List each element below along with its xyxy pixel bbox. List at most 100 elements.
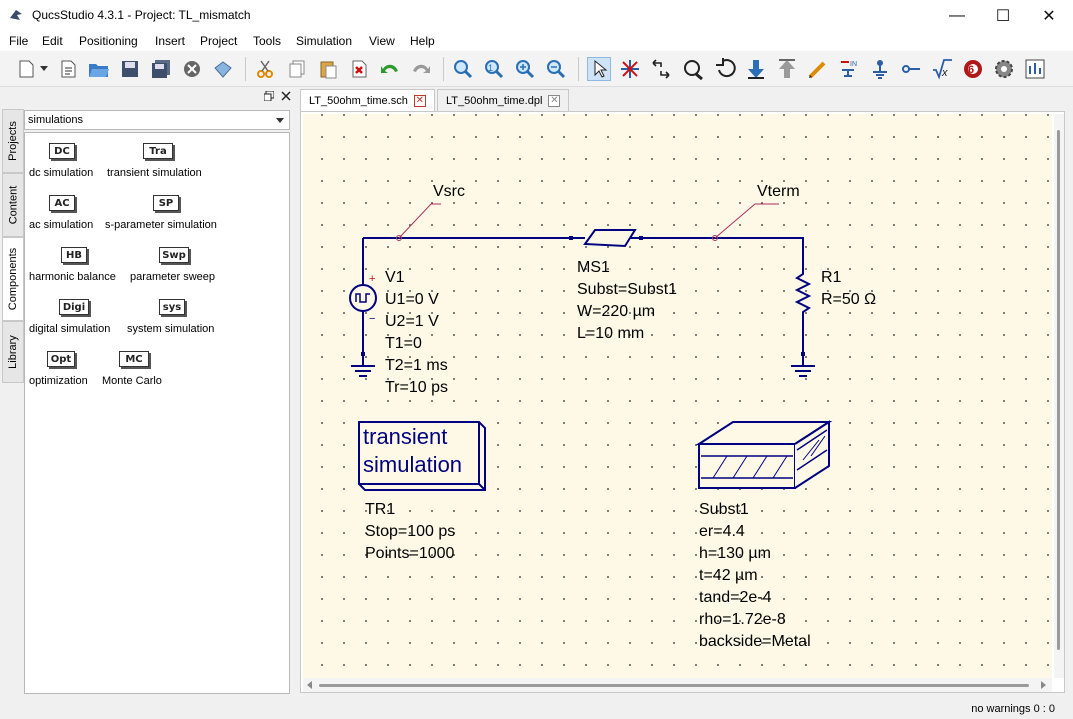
ms1-properties[interactable]: MS1 Subst=Subst1 W=220 µm L=10 mm: [577, 259, 677, 342]
svg-text:1: 1: [488, 63, 493, 73]
v1-param-t1: T1=0: [385, 335, 422, 352]
zoom-select-icon[interactable]: 1: [482, 57, 506, 81]
new-text-icon[interactable]: [56, 57, 80, 81]
v1-param-u1: U1=0 V: [385, 291, 439, 308]
paste-icon[interactable]: [316, 57, 340, 81]
schematic-canvas[interactable]: Vsrc Vterm + −: [303, 114, 1052, 678]
open-icon[interactable]: [87, 57, 111, 81]
equation-icon[interactable]: x: [930, 57, 954, 81]
view-dpl-icon[interactable]: [1023, 57, 1047, 81]
menu-help[interactable]: Help: [410, 34, 435, 48]
wire-icon[interactable]: [806, 57, 830, 81]
float-icon[interactable]: [264, 91, 274, 101]
menu-positioning[interactable]: Positioning: [79, 34, 138, 48]
scroll-thumb[interactable]: [319, 684, 1029, 687]
subst1-properties[interactable]: Subst1 er=4.4 h=130 µm t=42 µm tand=2e-4…: [699, 501, 811, 650]
toolbar: 1 IN x 6: [0, 51, 1073, 87]
vtab-content[interactable]: Content: [2, 173, 24, 237]
scroll-thumb[interactable]: [1057, 130, 1060, 650]
new-dropdown-icon[interactable]: [38, 57, 50, 81]
dock-close-icon[interactable]: [281, 91, 291, 101]
list-item-optimization[interactable]: Opt optimization: [25, 341, 105, 391]
tran-sim-icon: Tra: [143, 143, 173, 159]
ac-sim-icon: AC: [49, 195, 75, 211]
list-item-digital[interactable]: Digi digital simulation: [25, 289, 125, 339]
list-item-transient[interactable]: Tra transient simulation: [105, 133, 225, 183]
opt-sim-icon: Opt: [47, 351, 75, 367]
menu-file[interactable]: File: [9, 34, 29, 48]
voltage-source-v1[interactable]: + −: [349, 273, 377, 325]
zoom-out-icon[interactable]: [544, 57, 568, 81]
menu-view[interactable]: View: [369, 34, 395, 48]
r1-name: R1: [821, 269, 842, 286]
print-icon[interactable]: [211, 57, 235, 81]
delete-icon[interactable]: [347, 57, 371, 81]
subst1-param-backside: backside=Metal: [699, 633, 811, 650]
undo-icon[interactable]: [378, 57, 402, 81]
tab-schematic[interactable]: LT_50ohm_time.sch ✕: [300, 89, 435, 111]
transient-simulation-block[interactable]: transient simulation: [358, 421, 486, 491]
vtab-components[interactable]: Components: [2, 237, 24, 321]
list-item-dc[interactable]: DC dc simulation: [25, 133, 105, 183]
vertical-scrollbar[interactable]: [1054, 114, 1064, 678]
rotate-icon[interactable]: [681, 57, 705, 81]
resistor-r1[interactable]: [794, 266, 812, 318]
menu-edit[interactable]: Edit: [42, 34, 63, 48]
sys-sim-icon: sys: [159, 299, 185, 315]
tr1-param-points: Points=1000: [365, 545, 455, 562]
tab-display[interactable]: LT_50ohm_time.dpl ✕: [437, 89, 570, 111]
microstrip-line-ms1[interactable]: [569, 229, 643, 248]
list-item-sparameter[interactable]: SP s-parameter simulation: [105, 185, 235, 235]
settings-icon[interactable]: [992, 57, 1016, 81]
cut-icon[interactable]: [253, 57, 277, 81]
vtab-projects[interactable]: Projects: [2, 109, 24, 173]
redo-icon[interactable]: [409, 57, 433, 81]
close-window-button[interactable]: ✕: [1042, 7, 1056, 25]
zoom-fit-icon[interactable]: [451, 57, 475, 81]
simulate-icon[interactable]: 6: [961, 57, 985, 81]
set-on-grid-icon[interactable]: [714, 57, 738, 81]
go-out-subcircuit-icon[interactable]: [775, 57, 799, 81]
v1-param-tr: Tr=10 ps: [385, 379, 448, 396]
r1-properties[interactable]: R1 R=50 Ω: [821, 269, 876, 308]
mirror-icon[interactable]: [649, 57, 673, 81]
new-icon[interactable]: [14, 57, 38, 81]
copy-icon[interactable]: [285, 57, 309, 81]
zoom-in-icon[interactable]: [513, 57, 537, 81]
component-dock: Projects Content Components Library simu…: [0, 87, 298, 699]
minimize-button[interactable]: —: [949, 6, 965, 24]
component-category-select[interactable]: simulations: [24, 110, 290, 130]
vterm-label[interactable]: Vterm: [712, 183, 800, 241]
list-item-ac[interactable]: AC ac simulation: [25, 185, 105, 235]
maximize-button[interactable]: ☐: [995, 7, 1011, 25]
scroll-left-icon[interactable]: [306, 681, 314, 689]
list-item-system[interactable]: sys system simulation: [125, 289, 235, 339]
list-item-harmonic-balance[interactable]: HB harmonic balance: [25, 237, 125, 287]
insert-ground-icon[interactable]: [868, 57, 892, 81]
insert-port-icon[interactable]: IN: [837, 57, 861, 81]
component-label: digital simulation: [29, 323, 111, 335]
scroll-right-icon[interactable]: [1039, 681, 1047, 689]
horizontal-scrollbar[interactable]: [303, 678, 1052, 692]
close-icon[interactable]: [180, 57, 204, 81]
substrate-block[interactable]: [695, 420, 833, 489]
menu-simulation[interactable]: Simulation: [296, 34, 353, 48]
menu-project[interactable]: Project: [200, 34, 238, 48]
insert-label-icon[interactable]: [899, 57, 923, 81]
save-all-icon[interactable]: [149, 57, 173, 81]
close-icon[interactable]: ✕: [548, 94, 561, 107]
close-icon[interactable]: ✕: [413, 94, 426, 107]
vsrc-label[interactable]: Vsrc: [396, 183, 466, 241]
vtab-library[interactable]: Library: [2, 321, 24, 383]
list-item-parameter-sweep[interactable]: Swp parameter sweep: [129, 237, 229, 287]
select-icon[interactable]: [587, 57, 611, 81]
v1-properties[interactable]: V1 U1=0 V U2=1 V T1=0 T2=1 ms Tr=10 ps: [385, 269, 448, 396]
tr1-properties[interactable]: TR1 Stop=100 ps Points=1000: [365, 501, 455, 562]
save-icon[interactable]: [118, 57, 142, 81]
list-item-monte-carlo[interactable]: MC Monte Carlo: [101, 341, 191, 391]
go-into-subcircuit-icon[interactable]: [744, 57, 768, 81]
menu-tools[interactable]: Tools: [253, 34, 282, 48]
r1-param-r: R=50 Ω: [821, 291, 876, 308]
deactivate-icon[interactable]: [618, 57, 642, 81]
menu-insert[interactable]: Insert: [155, 34, 186, 48]
